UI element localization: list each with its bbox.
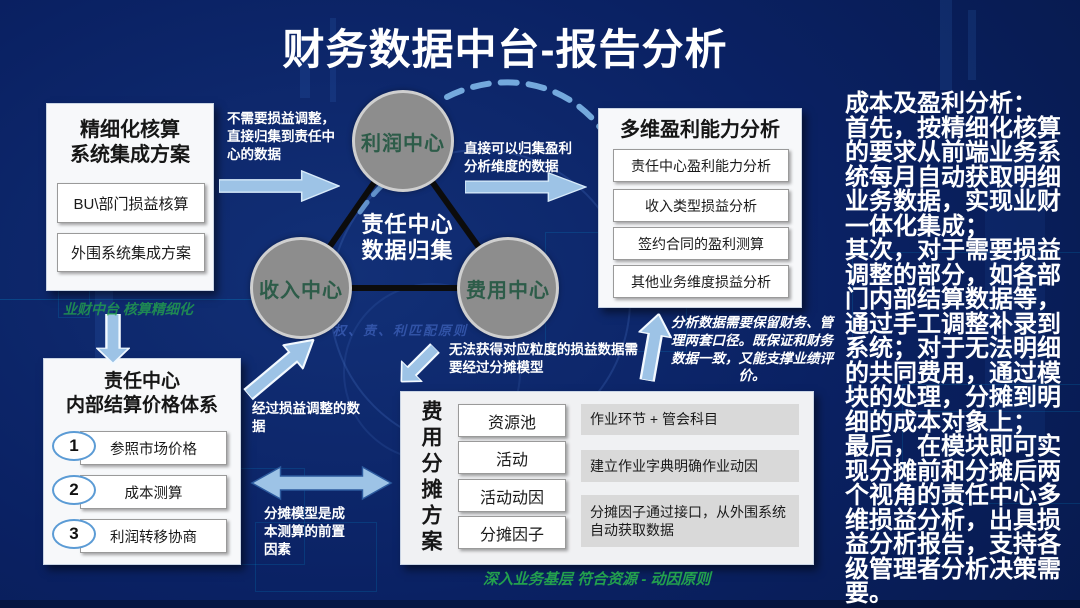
step-number-badge: 3: [52, 519, 96, 549]
step-label: 活动动因: [479, 489, 544, 507]
dashed-arc: [444, 79, 605, 133]
step-description-text: 建立作业字典明确作业动因: [590, 457, 758, 474]
list-item-label: 参照市场价格: [110, 441, 197, 458]
annotation-adjusted-data: 经过损益调整的数据: [252, 401, 360, 434]
annotation-principle: 权、责、利匹配原则: [333, 323, 469, 338]
expense-center-label: 费用中心: [466, 279, 550, 302]
list-item: 利润转移协商: [80, 519, 227, 553]
annotation-allocation-premise: 分摊模型是成本测算的前置因素: [264, 506, 345, 557]
step-description-text: 作业环节 + 管会科目: [590, 411, 718, 428]
list-item-label: 成本测算: [124, 485, 183, 502]
step-description-text: 分摊因子通过接口，从外围系统自动获取数据: [590, 503, 786, 538]
arrow-right-icon: [465, 172, 587, 202]
step-box: 活动动因: [458, 479, 566, 512]
cost-allocation-box: 费用分摊方案 资源池 活动 活动动因 分摊因子 作业环节 + 管会科目 建立作业…: [400, 391, 814, 565]
revenue-center-node: 收入中心: [250, 237, 352, 339]
multi-dim-profit-box: 多维盈利能力分析 责任中心盈利能力分析 收入类型损益分析 签约合同的盈利测算 其…: [598, 108, 802, 308]
arrow-down-left-icon: [400, 342, 441, 383]
list-item-label: 利润转移协商: [110, 529, 197, 546]
step-description: 作业环节 + 管会科目: [581, 404, 799, 435]
list-item-label: BU\部门损益核算: [73, 195, 189, 213]
box-title-vertical: 费用分摊方案: [419, 400, 442, 556]
step-label: 资源池: [487, 414, 536, 432]
dashed-arc-small: [357, 179, 389, 215]
arrow-up-right-icon: [242, 338, 316, 401]
annotation-biz-fin: 业财中台 核算精细化: [63, 301, 193, 317]
annotation-direct-collect: 直接可以归集盈利分析维度的数据: [464, 141, 572, 174]
list-item: 签约合同的盈利测算: [613, 227, 789, 260]
profit-center-node: 利润中心: [352, 90, 454, 192]
list-item: 成本测算: [80, 475, 227, 509]
list-item-label: 其他业务维度损益分析: [631, 273, 771, 290]
annotation-two-caliber: 分析数据需要保留财务、管理两套口径。既保证和财务数据一致，又能支撑业绩评价。: [671, 315, 833, 384]
arrow-right-icon: [219, 170, 340, 202]
list-item: 其他业务维度损益分析: [613, 265, 789, 298]
list-item: 外围系统集成方案: [57, 233, 205, 272]
cost-profit-analysis-text: 成本及盈利分析： 首先，按精细化核算的要求从前端业务系统每月自动获取明细业务数据…: [845, 90, 1061, 607]
step-label: 活动: [495, 451, 528, 469]
list-item: 责任中心盈利能力分析: [613, 149, 789, 182]
annotation-cannot-obtain: 无法获得对应粒度的损益数据需要经过分摊模型: [449, 342, 638, 375]
step-box: 分摊因子: [458, 516, 566, 549]
step-box: 资源池: [458, 404, 566, 437]
step-number-badge: 2: [52, 475, 96, 505]
step-description: 分摊因子通过接口，从外围系统自动获取数据: [581, 495, 799, 547]
box-title: 多维盈利能力分析: [620, 119, 780, 141]
list-item-label: 责任中心盈利能力分析: [631, 157, 771, 174]
arrow-double-horizontal-icon: [250, 465, 393, 501]
list-item-label: 外围系统集成方案: [70, 245, 191, 262]
annotation-no-adjust: 不需要损益调整，直接归集到责任中心的数据: [227, 111, 335, 162]
refined-accounting-box: 精细化核算 系统集成方案 BU\部门损益核算 外围系统集成方案: [46, 103, 214, 291]
annotation-bottom-principle: 深入业务基层 符合资源 - 动因原则: [483, 571, 711, 588]
list-item: BU\部门损益核算: [57, 183, 205, 223]
list-item-label: 签约合同的盈利测算: [638, 235, 764, 252]
list-item-label: 收入类型损益分析: [645, 197, 757, 214]
step-number: 3: [69, 524, 79, 543]
step-description: 建立作业字典明确作业动因: [581, 450, 799, 482]
box-title: 精细化核算 系统集成方案: [70, 119, 190, 166]
profit-center-label: 利润中心: [361, 132, 445, 155]
expense-center-node: 费用中心: [457, 237, 559, 339]
box-title: 责任中心 内部结算价格体系: [65, 371, 218, 416]
arrow-down-icon: [96, 314, 130, 364]
arrow-up-icon: [637, 312, 673, 383]
responsibility-center-label: 责任中心 数据归集: [361, 212, 454, 264]
internal-settlement-box: 责任中心 内部结算价格体系 1 参照市场价格 2 成本测算 3 利润转移协商: [43, 358, 241, 565]
list-item: 收入类型损益分析: [613, 189, 789, 222]
step-number-badge: 1: [52, 431, 96, 461]
revenue-center-label: 收入中心: [259, 279, 343, 302]
slide-title: 财务数据中台-报告分析: [282, 26, 728, 73]
step-label: 分摊因子: [479, 526, 544, 544]
step-box: 活动: [458, 441, 566, 474]
list-item: 参照市场价格: [80, 431, 227, 465]
step-number: 1: [69, 436, 79, 455]
step-number: 2: [69, 480, 79, 499]
